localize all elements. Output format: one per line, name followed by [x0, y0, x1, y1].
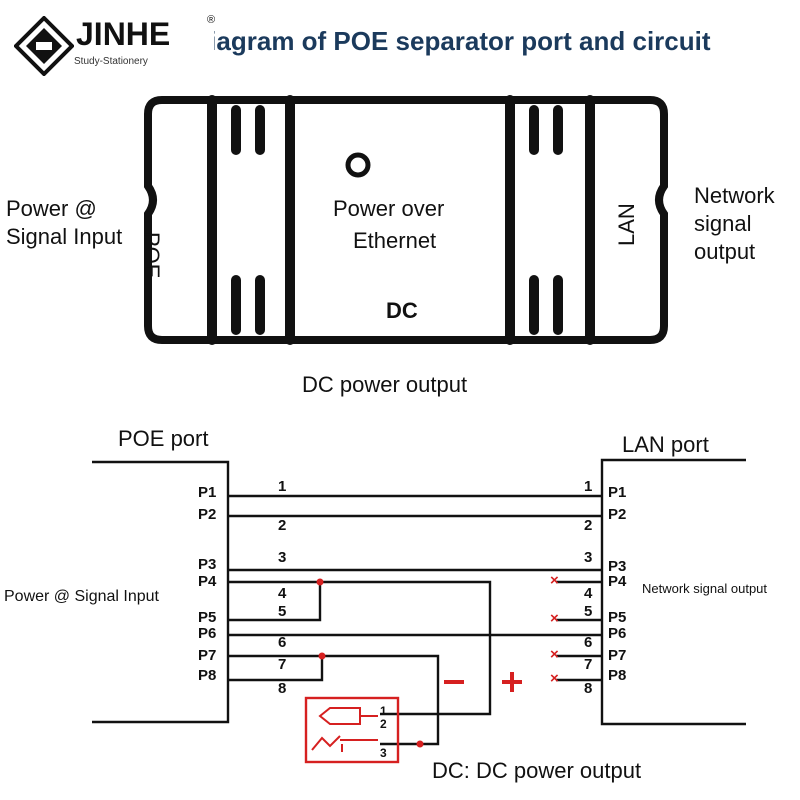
- page-title: ScheSchematic diagram of POE separator p…: [56, 26, 711, 57]
- right-pin-label: P2: [608, 506, 627, 523]
- wire-number-right: 5: [584, 603, 593, 620]
- circuit-right-side-label: Network signal output: [642, 581, 768, 596]
- right-grooves: [505, 95, 595, 345]
- device-poe-label: POE: [139, 232, 164, 279]
- wire-p4-dc: [228, 580, 492, 716]
- no-connect-mark-icon: ×: [550, 670, 559, 687]
- device-left-label-line1: Power @: [6, 196, 97, 221]
- dc-output-label: DC: DC power output: [432, 758, 642, 783]
- wire-p8-join: [228, 656, 324, 682]
- device-right-label-line1: Network: [694, 183, 775, 208]
- logo-tagline: Study-Stationery: [74, 56, 148, 67]
- right-pin-label: P3: [608, 558, 627, 575]
- wire-number-right: 1: [584, 478, 593, 495]
- left-pin-label: P3: [198, 556, 217, 573]
- title-text: Schematic diagram of POE separator port …: [56, 26, 711, 56]
- right-pin-label: P6: [608, 625, 627, 642]
- device-right-label-line3: output: [694, 239, 756, 264]
- logo-diamond-icon: [14, 16, 74, 76]
- logo-registered-mark: ®: [207, 14, 216, 26]
- wire-number-left: 7: [278, 656, 287, 673]
- device-lan-label: LAN: [614, 203, 639, 246]
- poe-port-box: [92, 460, 230, 724]
- circuit-left-side-label: Power @ Signal Input: [4, 588, 159, 605]
- left-pin-label: P8: [198, 667, 217, 684]
- left-grooves: [207, 95, 295, 345]
- lan-port-box: [600, 458, 746, 726]
- wire-number-right: 2: [584, 517, 593, 534]
- right-pin-label: P4: [608, 573, 627, 590]
- led-indicator-icon: [345, 152, 371, 178]
- device-bottom-label: DC power output: [302, 372, 468, 397]
- device-center-line2: Ethernet: [353, 228, 437, 253]
- circuit-diagram: [92, 458, 746, 746]
- dc-jack-icon: [311, 707, 378, 752]
- dc-jack-box: [304, 696, 400, 764]
- right-pin-label: P5: [608, 609, 627, 626]
- wire-number-left: 8: [278, 680, 287, 697]
- wire-number-right: 3: [584, 549, 593, 566]
- device-dc-label: DC: [386, 298, 418, 323]
- right-pin-label: P8: [608, 667, 627, 684]
- wire-p5-join: [228, 582, 322, 622]
- wire-number-left: 5: [278, 603, 287, 620]
- left-pin-label: P4: [198, 573, 217, 590]
- left-pin-label: P6: [198, 625, 217, 642]
- no-connect-mark-icon: ×: [550, 572, 559, 589]
- junction-dot: [316, 578, 324, 586]
- device-right-label-line2: signal: [694, 211, 752, 236]
- left-pin-label: P1: [198, 484, 217, 501]
- wire-number-right: 8: [584, 680, 593, 697]
- plus-sign-icon: [502, 672, 522, 692]
- no-connect-mark-icon: ×: [550, 610, 559, 627]
- left-pin-label: P5: [198, 609, 217, 626]
- brand-logo: JINHE ® Study-Stationery: [14, 14, 216, 76]
- lan-port-title: LAN port: [622, 432, 709, 457]
- wire-number-left: 3: [278, 549, 287, 566]
- left-pin-label: P2: [198, 506, 217, 523]
- junction-dot: [416, 740, 424, 748]
- wire-number-right: 6: [584, 634, 593, 651]
- junction-dot: [318, 652, 326, 660]
- poe-port-title: POE port: [118, 426, 209, 451]
- wire-number-left: 2: [278, 517, 287, 534]
- device-left-label-line2: Signal Input: [6, 224, 123, 249]
- wire-number-left: 4: [278, 585, 287, 602]
- wire-number-right: 4: [584, 585, 593, 602]
- device-body: [144, 96, 668, 344]
- jack-pin-number: 2: [380, 717, 387, 731]
- logo-wordmark: JINHE: [76, 16, 171, 52]
- wire-number-left: 1: [278, 478, 287, 495]
- right-pin-label: P7: [608, 647, 627, 664]
- no-connect-mark-icon: ×: [550, 646, 559, 663]
- jack-pin-number: 1: [380, 704, 387, 718]
- right-pin-label: P1: [608, 484, 627, 501]
- jack-pin-number: 3: [380, 746, 387, 760]
- wire-number-right: 7: [584, 656, 593, 673]
- left-pin-label: P7: [198, 647, 217, 664]
- device-center-line1: Power over: [333, 196, 445, 221]
- wire-p7-dc: [228, 654, 440, 746]
- wire-number-left: 6: [278, 634, 287, 651]
